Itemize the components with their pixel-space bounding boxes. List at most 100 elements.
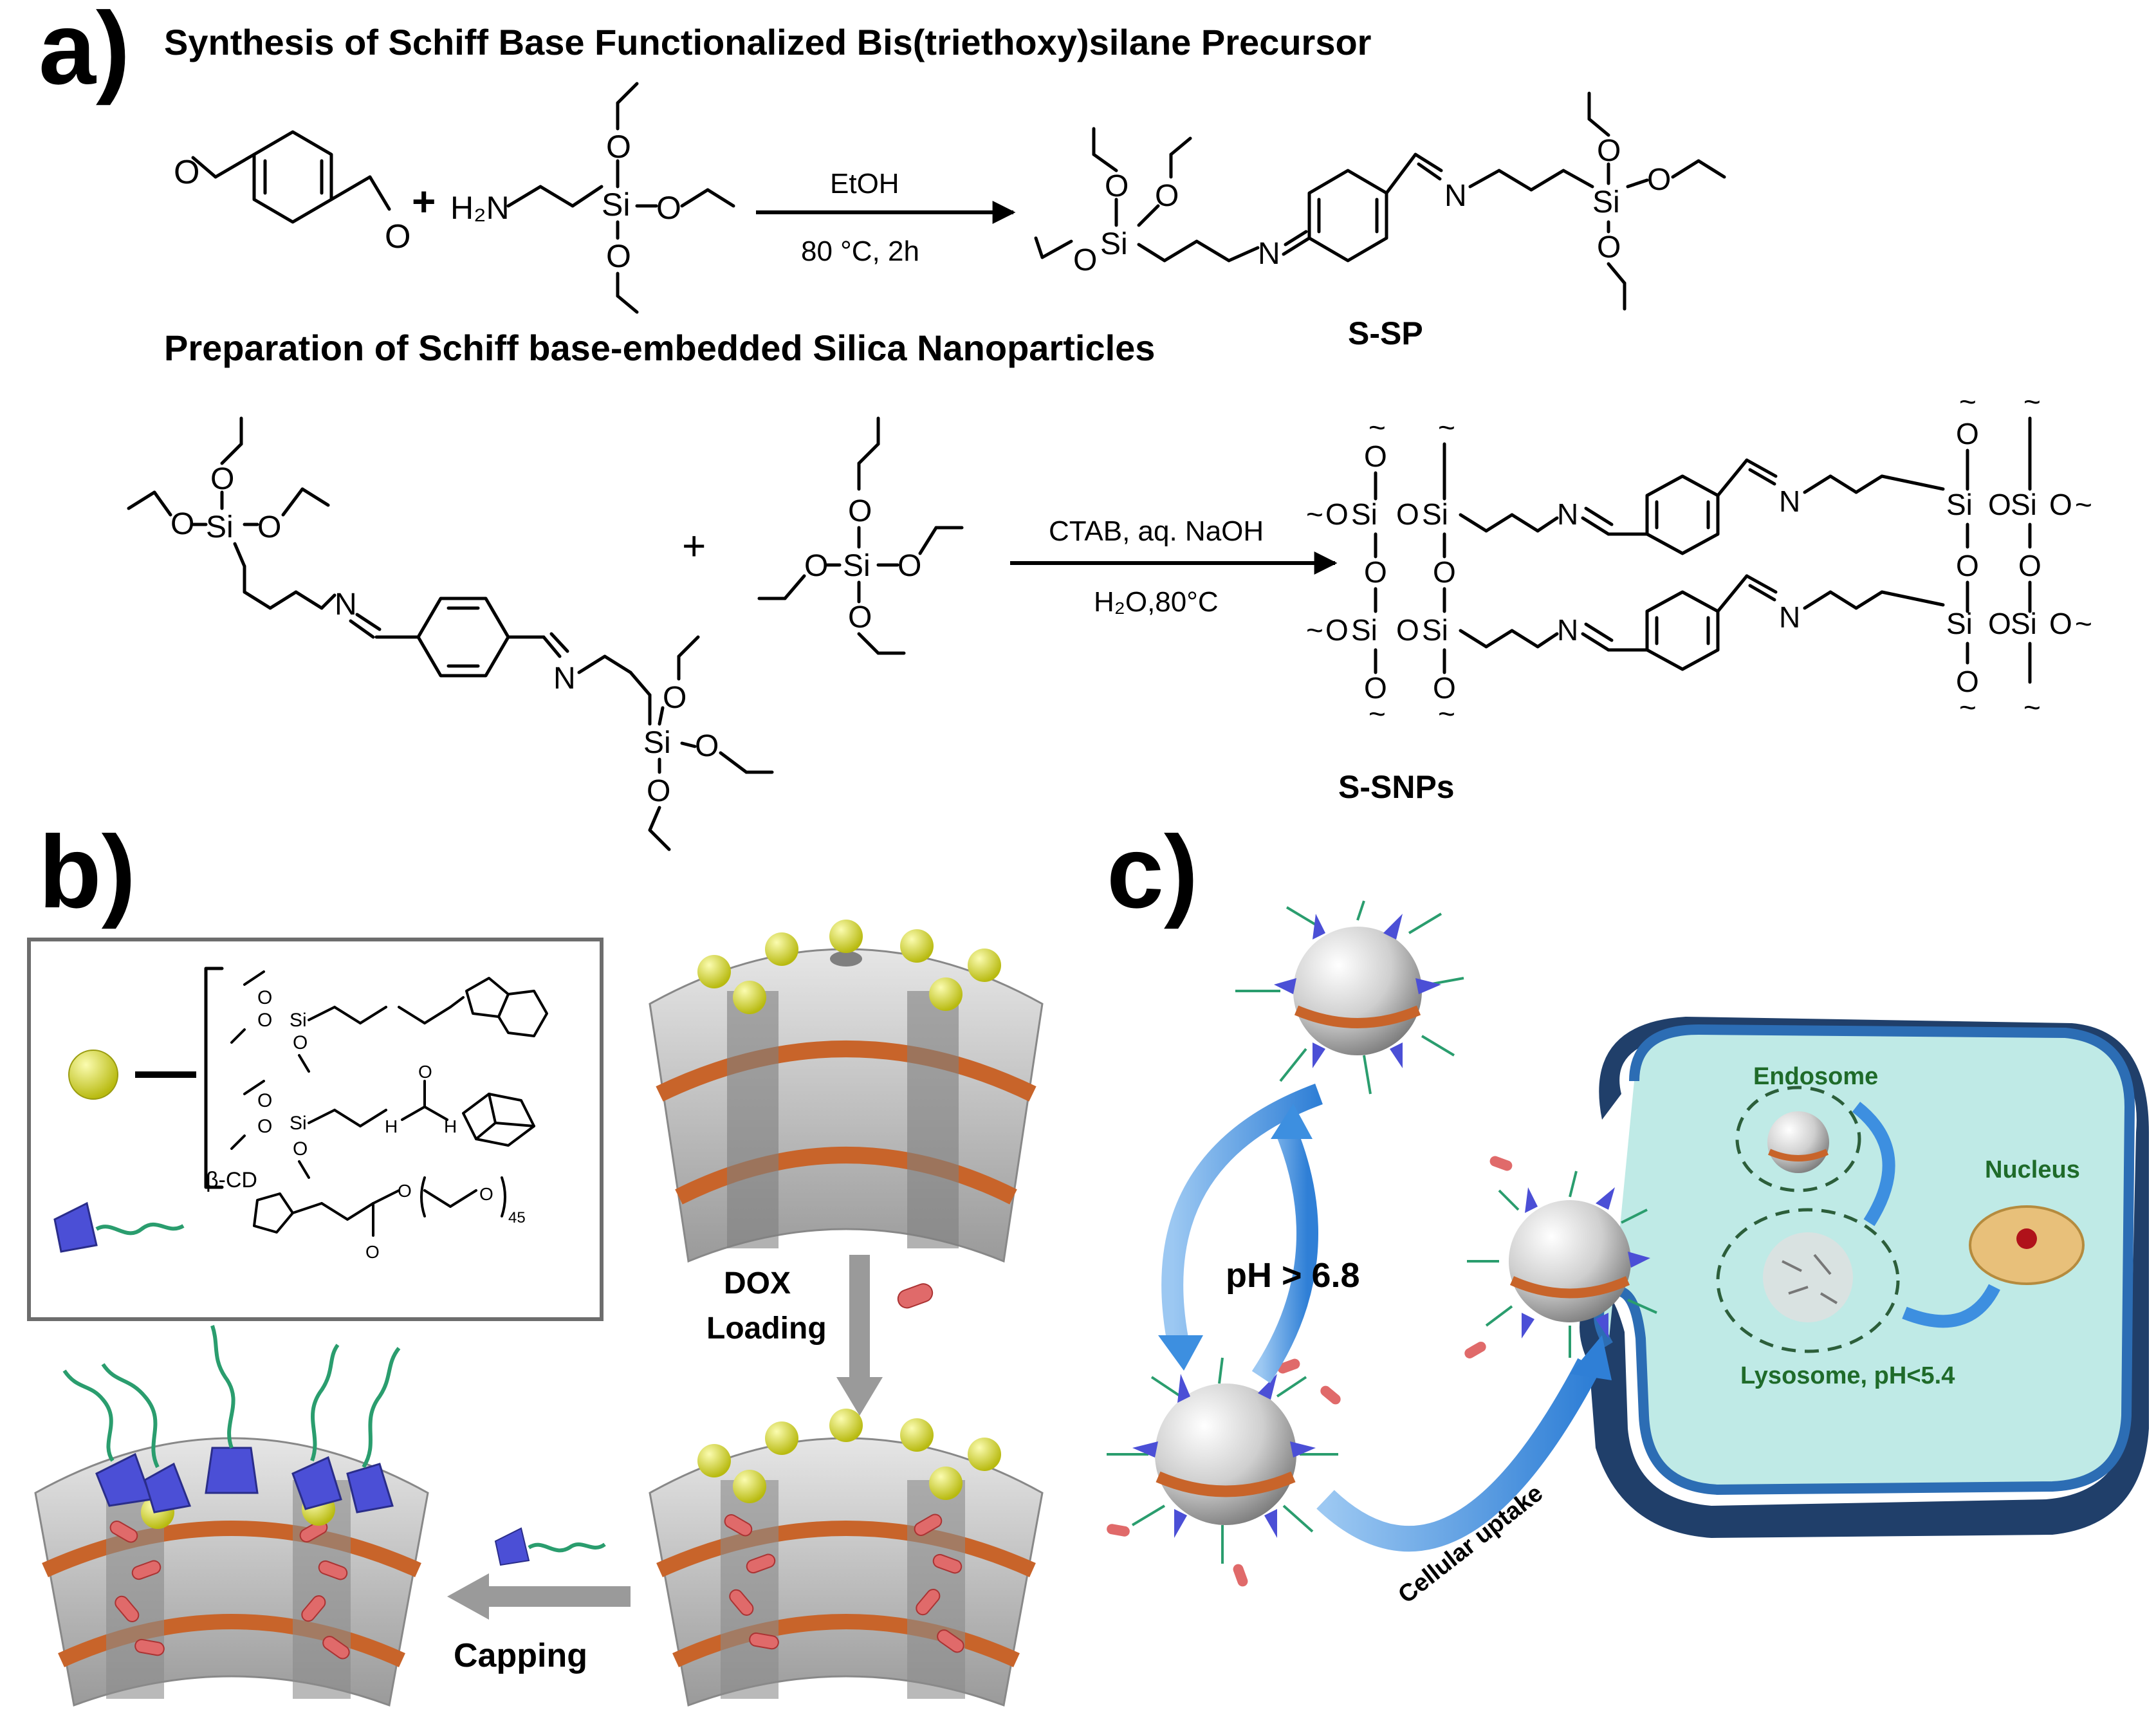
dox-molecule-icon [897, 1283, 934, 1309]
beta-cd-legend: β-CD O O O 45 [53, 1168, 526, 1262]
cd-spike [1383, 914, 1403, 940]
condition-water-temperature: H₂O,80°C [1094, 586, 1219, 618]
oxygen-atom: O [647, 774, 670, 808]
dox-molecule [322, 1636, 350, 1660]
dox-loading-arrow-shaft [849, 1255, 870, 1377]
silicon-atom: Si [843, 549, 871, 583]
bond [1169, 136, 1192, 156]
bond [648, 828, 671, 851]
aldehyde-oxygen-left: O [174, 154, 199, 191]
orange-band [675, 1147, 1017, 1205]
bond [1607, 262, 1626, 285]
bond [1510, 629, 1540, 649]
bond [1227, 246, 1260, 263]
repeat-bracket-left [420, 1176, 426, 1217]
dox-molecule [746, 1553, 776, 1574]
bond [308, 1006, 336, 1021]
oxygen-atom: O [170, 507, 194, 541]
oxygen-atom: O [848, 494, 872, 528]
dox-loading-label-line2: Loading [706, 1311, 827, 1346]
peg-chain [1627, 1299, 1657, 1314]
dox-molecule [932, 1553, 963, 1574]
silicon-atom: Si [1351, 497, 1377, 531]
peg-chain [1282, 1504, 1314, 1533]
endosome-boundary [1735, 1086, 1861, 1192]
endosome-nanoparticle [1767, 1111, 1829, 1173]
cyclodextrin-cone [143, 1462, 192, 1513]
cyclodextrin-cone-icon [53, 1201, 98, 1253]
bond [1562, 169, 1594, 189]
oxygen-atom: O [257, 510, 281, 544]
dox-molecule [1320, 1385, 1341, 1405]
cyclodextrin-cone-icon [494, 1527, 530, 1566]
legend-box [27, 938, 603, 1321]
degraded-nanoparticle [1763, 1232, 1853, 1322]
oxygen-atom: O [1364, 440, 1387, 473]
benzene-ring [1307, 169, 1388, 263]
dox-molecule [749, 1632, 779, 1650]
nucleus-label: Nucleus [1985, 1156, 2080, 1183]
bond [1803, 474, 1832, 494]
beta-cd-label: β-CD [206, 1168, 257, 1192]
aptes-molecule: H₂N Si O O O [450, 82, 735, 314]
circulation-arrow-right [1251, 1128, 1318, 1384]
dox-molecule [1464, 1342, 1486, 1358]
lysosome-label: Lysosome, pH<5.4 [1740, 1362, 1955, 1389]
nanoparticle-sphere [1509, 1200, 1631, 1322]
condition-temperature-time: 80 °C, 2h [801, 236, 919, 267]
tilde-terminator: ~ [1368, 411, 1386, 444]
bond [1092, 153, 1118, 172]
carbonyl-oxygen: O [418, 1062, 432, 1082]
oxygen-atom: O [257, 987, 272, 1008]
dox-cluster [109, 1520, 350, 1660]
bond [423, 1006, 452, 1024]
bond [333, 1006, 362, 1024]
oxygen-atom: O [1597, 230, 1621, 264]
cd-spike [1132, 1441, 1158, 1458]
oxygen-atom: O [804, 549, 828, 583]
oxygen-atom: O [1325, 497, 1349, 531]
peg-chain [210, 1325, 235, 1449]
peg-chain [1218, 1357, 1224, 1384]
bond [1748, 468, 1776, 486]
benzimidazole-stalk: O Si O O [230, 970, 548, 1073]
bond [449, 1189, 477, 1208]
cell-membrane-shadow [1580, 1017, 2149, 1538]
bond [1716, 458, 1749, 497]
silicon-atom: Si [1946, 607, 1973, 640]
tilde-terminator: ~ [1306, 613, 1323, 647]
silica-body [649, 1437, 1044, 1707]
oxygen-atom: O [1956, 549, 1979, 582]
peg-chain [1276, 1376, 1307, 1398]
dox-molecule [937, 1629, 964, 1653]
imine-nitrogen: N [1779, 600, 1800, 634]
bond [233, 542, 246, 568]
tilde-terminator: ~ [2023, 690, 2041, 724]
bond [1195, 239, 1231, 263]
yellow-stalk-ball [900, 1418, 934, 1452]
ph-label: pH > 6.8 [1226, 1256, 1360, 1295]
imine-nitrogen: N [1557, 497, 1578, 531]
bond [1137, 243, 1166, 263]
teos-molecule: O Si O O O [757, 416, 964, 655]
capping-arrow-shaft [489, 1586, 631, 1607]
silicon-atom: Si [1422, 497, 1448, 531]
panel-a-label: a) [39, 0, 130, 106]
bond [658, 706, 665, 726]
panel-a: a) Synthesis of Schiff Base Functionaliz… [39, 0, 2092, 851]
cd-spike [1313, 914, 1325, 940]
peg-chain [62, 1369, 115, 1462]
bond [1414, 153, 1443, 172]
bond [1497, 169, 1533, 192]
bond [372, 1189, 400, 1205]
oxygen-atom: O [257, 1090, 272, 1111]
panel-b-label: b) [39, 814, 136, 929]
peg-oxygen: O [479, 1184, 493, 1204]
plus-sign-2: + [682, 523, 706, 569]
cd-spike [1596, 1187, 1615, 1210]
bond [1034, 236, 1044, 259]
cd-spike [1274, 978, 1296, 994]
bond [127, 490, 156, 510]
tilde-terminator: ~ [1306, 497, 1323, 531]
bond [401, 1106, 426, 1121]
